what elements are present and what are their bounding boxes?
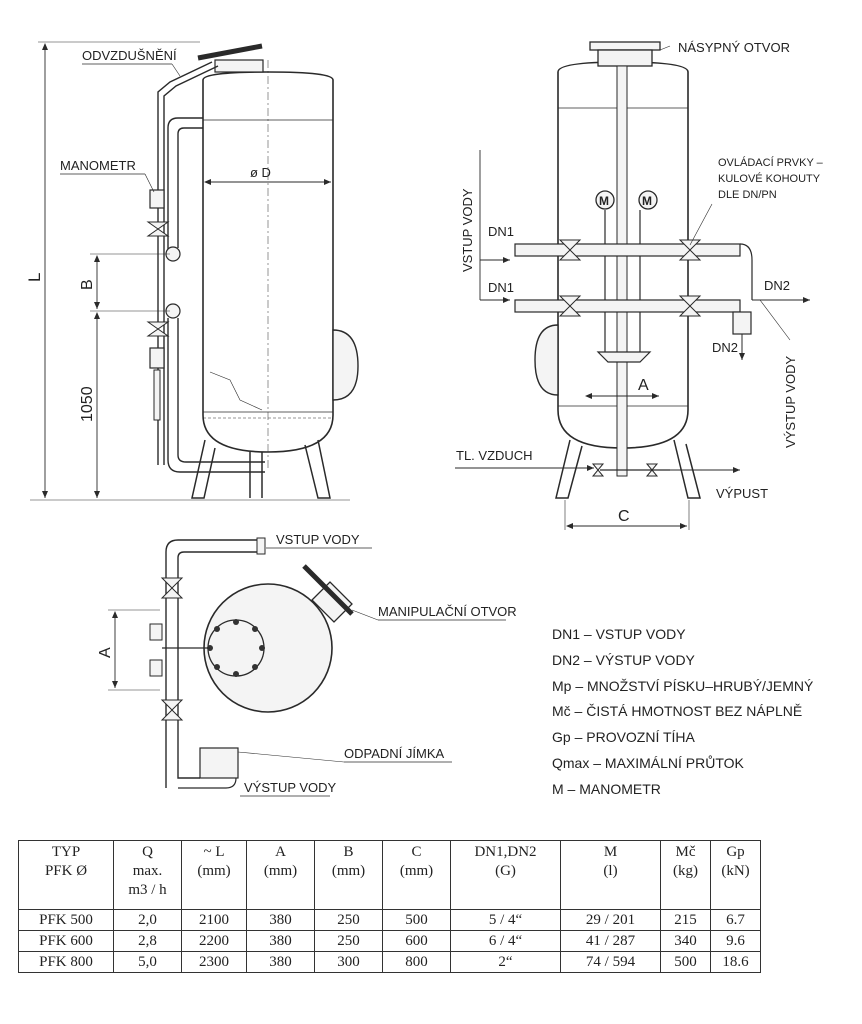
top-dim-a-label: A — [97, 647, 114, 658]
col-m: M(l) — [560, 840, 661, 910]
table-cell: 6.7 — [710, 909, 761, 931]
gauge-left-label: M — [599, 194, 609, 208]
table-cell: PFK 600 — [18, 930, 114, 952]
table-cell: 2300 — [181, 951, 247, 973]
legend-item: Qmax – MAXIMÁLNÍ PRŮTOK — [552, 754, 744, 771]
gauge-right-label: M — [642, 194, 652, 208]
top-vstup-vody-label: VSTUP VODY — [276, 532, 360, 547]
ovladaci-label-1: OVLÁDACÍ PRVKY – — [718, 156, 824, 169]
odpadni-jimka-label: ODPADNÍ JÍMKA — [344, 746, 444, 761]
table-cell: 250 — [314, 909, 383, 931]
dim-l-label: L — [25, 273, 44, 282]
table-cell: 9.6 — [710, 930, 761, 952]
legend-item: Mp – MNOŽSTVÍ PÍSKU–HRUBÝ/JEMNÝ — [552, 677, 814, 694]
top-view: A VSTUP VODY MANIPULAČNÍ OTVOR ODPADNÍ J… — [97, 532, 517, 797]
legend-item: DN2 – VÝSTUP VODY — [552, 651, 695, 668]
table-cell: 2100 — [181, 909, 247, 931]
dn2-right-label: DN2 — [764, 278, 790, 293]
manipulacni-otvor-label: MANIPULAČNÍ OTVOR — [378, 604, 517, 619]
odvzdusneni-label: ODVZDUŠNĚNÍ — [82, 48, 177, 63]
table-cell: 2,0 — [113, 909, 182, 931]
dim-c-label: C — [618, 508, 630, 525]
nasypny-otvor-label: NÁSYPNÝ OTVOR — [678, 40, 790, 55]
dim-b-label: B — [79, 279, 96, 290]
table-cell: 500 — [660, 951, 711, 973]
manometr-label: MANOMETR — [60, 158, 136, 173]
dim-d-label: ø D — [250, 165, 271, 180]
table-cell: PFK 800 — [18, 951, 114, 973]
table-cell: PFK 500 — [18, 909, 114, 931]
table-cell: 2200 — [181, 930, 247, 952]
front-dim-a-label: A — [638, 377, 649, 394]
ovladaci-label-3: DLE DN/PN — [718, 189, 777, 201]
col-a: A(mm) — [246, 840, 315, 910]
legend-item: Gp – PROVOZNÍ TÍHA — [552, 729, 695, 746]
legend: DN1 – VSTUP VODY DN2 – VÝSTUP VODY Mp – … — [552, 622, 813, 803]
col-c: C(mm) — [382, 840, 451, 910]
table-cell: 215 — [660, 909, 711, 931]
table-cell: 29 / 201 — [560, 909, 661, 931]
technical-drawing: ø D L B — [25, 40, 824, 797]
front-vystup-vody-label: VÝSTUP VODY — [783, 355, 798, 448]
table-row: PFK 800 5,0 2300 380 300 800 2“ 74 / 594… — [18, 951, 761, 973]
table-cell: 74 / 594 — [560, 951, 661, 973]
table-cell: 18.6 — [710, 951, 761, 973]
dn1-upper-label: DN1 — [488, 224, 514, 239]
table-cell: 2“ — [450, 951, 561, 973]
dn1-lower-label: DN1 — [488, 280, 514, 295]
table-cell: 340 — [660, 930, 711, 952]
col-dn: DN1,DN2(G) — [450, 840, 561, 910]
table-cell: 5,0 — [113, 951, 182, 973]
dim-1050-label: 1050 — [79, 386, 96, 422]
front-vstup-vody-label: VSTUP VODY — [460, 188, 475, 272]
dn2-lower-label: DN2 — [712, 340, 738, 355]
table-cell: 380 — [246, 930, 315, 952]
side-view: ø D L B — [25, 41, 359, 501]
legend-item: M – MANOMETR — [552, 780, 661, 797]
table-cell: 2,8 — [113, 930, 182, 952]
table-cell: 5 / 4“ — [450, 909, 561, 931]
ovladaci-label-2: KULOVÉ KOHOUTY — [718, 172, 821, 185]
table-cell: 600 — [382, 930, 451, 952]
table-cell: 380 — [246, 951, 315, 973]
table-cell: 250 — [314, 930, 383, 952]
table-cell: 380 — [246, 909, 315, 931]
table-cell: 800 — [382, 951, 451, 973]
top-vystup-vody-label: VÝSTUP VODY — [244, 780, 337, 795]
col-gp: Gp(kN) — [710, 840, 761, 910]
col-b: B(mm) — [314, 840, 383, 910]
col-mc: Mč(kg) — [660, 840, 711, 910]
legend-item: Mč – ČISTÁ HMOTNOST BEZ NÁPLNĚ — [552, 703, 803, 720]
table-cell: 500 — [382, 909, 451, 931]
front-view: M M A C — [455, 40, 824, 530]
col-l: ~ L(mm) — [181, 840, 247, 910]
legend-item: DN1 – VSTUP VODY — [552, 626, 686, 642]
table-row: PFK 500 2,0 2100 380 250 500 5 / 4“ 29 /… — [18, 909, 761, 931]
vypust-label: VÝPUST — [716, 486, 768, 501]
table-cell: 6 / 4“ — [450, 930, 561, 952]
tl-vzduch-label: TL. VZDUCH — [456, 448, 533, 463]
table-row: PFK 600 2,8 2200 380 250 600 6 / 4“ 41 /… — [18, 930, 761, 952]
table-cell: 300 — [314, 951, 383, 973]
table-cell: 41 / 287 — [560, 930, 661, 952]
